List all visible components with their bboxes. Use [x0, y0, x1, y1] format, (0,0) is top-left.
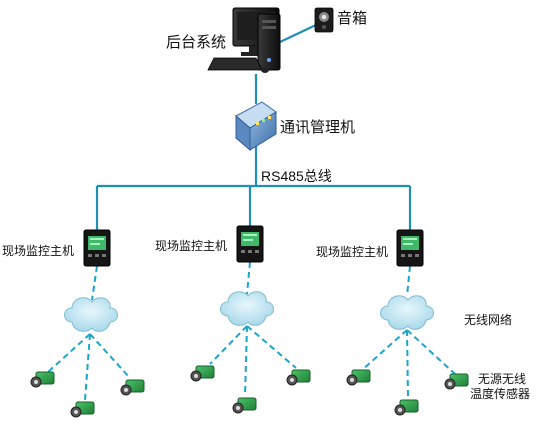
sensor-icon: [346, 369, 371, 386]
cloud-mid-icon: [220, 291, 274, 326]
monitor-host-right-icon: [396, 229, 424, 267]
backend-pc-icon: [207, 7, 281, 73]
comm-manager-icon: [235, 101, 277, 152]
monitor-host-right-label: 现场监控主机: [316, 245, 388, 259]
sensor-icon: [30, 371, 55, 388]
sensor-icon: [444, 373, 469, 390]
monitor-host-mid-icon: [236, 225, 264, 263]
speaker-label: 音箱: [337, 10, 367, 27]
sensor-label-line1: 无源无线: [478, 372, 526, 386]
rs485-bus-label: RS485总线: [261, 168, 332, 184]
wireless-network-label: 无线网络: [464, 312, 512, 327]
wireless-links: [47, 261, 456, 401]
sensor-icon: [232, 397, 257, 414]
speaker-icon: [314, 7, 334, 33]
sensor-icon: [190, 365, 215, 382]
sensor-icon: [120, 379, 145, 396]
wired-connections: [95, 23, 412, 230]
monitor-host-left-label: 现场监控主机: [2, 244, 74, 258]
pc-to-speaker-line: [279, 23, 319, 43]
sensor-icon: [394, 399, 419, 416]
monitor-host-left-icon: [83, 229, 111, 267]
sensor-icon: [286, 369, 311, 386]
cloud-left-icon: [64, 297, 118, 332]
cloud-right-icon: [380, 295, 434, 330]
monitor-host-mid-label: 现场监控主机: [155, 239, 227, 253]
sensor-label-line2: 温度传感器: [470, 386, 530, 401]
sensors: [30, 365, 469, 418]
backend-system-label: 后台系统: [166, 34, 226, 51]
comm-manager-label: 通讯管理机: [280, 119, 355, 136]
sensor-icon: [70, 401, 95, 418]
